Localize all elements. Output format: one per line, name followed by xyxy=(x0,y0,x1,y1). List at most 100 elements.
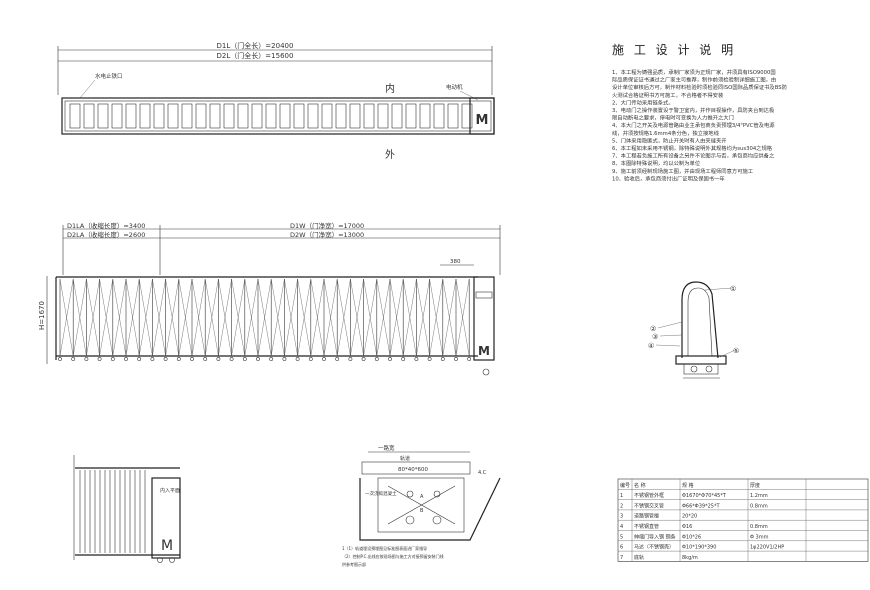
found-rail-box xyxy=(361,461,471,475)
table-cell: 编号 xyxy=(620,482,630,489)
plan-cell xyxy=(251,103,263,129)
note-line: 火测试合格证明书方可施工，不合格者不得安装 xyxy=(612,91,724,99)
post-detail: ① ② ③ ④ ⑤ xyxy=(648,281,739,379)
leader-right xyxy=(459,90,479,101)
lattice-wheel xyxy=(229,357,234,361)
note-line: 6、本工程如未采用不锈钢，除特殊说明外其规格均为sus304之规格 xyxy=(612,144,773,152)
table-cell: 5 xyxy=(620,534,623,540)
table-cell: 4 xyxy=(620,524,623,530)
plan-cell xyxy=(419,103,431,129)
lattice-wheel xyxy=(374,357,379,361)
gate-plan-inner xyxy=(64,100,492,132)
plan-cell xyxy=(111,103,123,129)
plan-cell xyxy=(153,103,165,129)
found-left-label: 一次浇捣混凝土 xyxy=(365,490,397,497)
plan-cell xyxy=(405,103,417,129)
lattice-diag xyxy=(152,278,166,357)
motor-head xyxy=(473,276,495,361)
plan-cell xyxy=(139,103,151,129)
plan-cell xyxy=(335,103,347,129)
found-bolt-1 xyxy=(405,515,415,525)
d2la-label: D2LA（收缩长度）=2600 xyxy=(67,230,145,239)
lattice-wheel xyxy=(440,357,445,361)
lattice-diag xyxy=(205,278,219,357)
lattice-diag xyxy=(99,278,113,357)
plan-cell xyxy=(307,103,319,129)
motor-mark-elev: M xyxy=(478,344,490,358)
leader-1 xyxy=(704,287,733,291)
note-line: 限自动断电之要求，停电时可变换为人力推开之大门 xyxy=(612,114,734,122)
side-view: M 内入平面 xyxy=(73,455,181,563)
lattice-diag xyxy=(191,278,206,357)
height-label: H=1670 xyxy=(38,301,46,330)
note-line: 9、施工前须经制现场施工图，并由现场工程师同意方可施工 xyxy=(612,167,754,175)
side-bars xyxy=(79,470,146,553)
plan-cell xyxy=(237,103,249,129)
found-dim-label: 一路宽 xyxy=(378,444,395,452)
lattice-diag xyxy=(323,278,338,357)
lattice-diag xyxy=(416,278,430,357)
lattice-wheel xyxy=(295,357,300,361)
plan-cell xyxy=(265,103,277,129)
lattice-wheel xyxy=(322,357,326,361)
plan-cell xyxy=(461,103,473,129)
note-line: 1、本工程为铸强品质，承制厂家须为正规厂家，并须具有ISO9000国 xyxy=(612,68,776,76)
post-wheel-2 xyxy=(705,365,713,373)
table-cell: 不锈钢交叉管 xyxy=(634,502,664,509)
plan-cell xyxy=(349,103,361,129)
note-line: 5、门体采用隐匿式，防止开关时有人由夹缝夹开 xyxy=(612,136,727,144)
plan-cell xyxy=(181,103,193,129)
lattice-diag xyxy=(165,278,179,357)
found-part-b: B xyxy=(420,508,424,514)
table-cell: Φ10*26 xyxy=(682,534,701,540)
table-cell: 厚度 xyxy=(750,482,760,489)
lattice-wheel xyxy=(308,357,313,361)
note-line: 3、电动门之操作装置设于警卫室内，并作目视操作，具防夹台到达极 xyxy=(612,106,775,114)
lattice-wheel xyxy=(137,357,142,361)
lattice-wheel xyxy=(97,357,102,361)
outside-label: 外 xyxy=(385,149,395,161)
lattice-wheel xyxy=(401,357,406,361)
plan-cell xyxy=(433,103,445,129)
lattice-diag xyxy=(244,278,259,357)
callout-wheel xyxy=(482,368,490,376)
leader-5 xyxy=(719,349,736,358)
found-part-a: A xyxy=(420,494,424,500)
leader-3 xyxy=(659,334,683,337)
lattice-diag xyxy=(429,278,443,357)
lattice-wheel xyxy=(269,357,274,361)
post-wheel-1 xyxy=(690,365,698,373)
lattice-diag xyxy=(125,278,140,357)
plan-cell xyxy=(125,103,137,129)
plan-cell xyxy=(167,103,179,129)
note-line: 2、大门传动采用链条式。 xyxy=(612,98,674,106)
side-motor-mark: M xyxy=(161,538,173,554)
note-line: 8、本图除特殊说明，均以公制为单位 xyxy=(612,159,701,167)
found-note-1: 1（1）轨道埋设预埋图见标准图表面进厂家指导 xyxy=(342,545,427,551)
table-cell: 规 格 xyxy=(682,482,694,489)
table-cell: Φ 3mm xyxy=(750,534,769,540)
found-diag-2 xyxy=(387,485,456,525)
post-inner xyxy=(687,287,713,357)
callout-3: ③ xyxy=(652,333,658,341)
table-cell: 20*20 xyxy=(682,514,697,520)
lattice-diag xyxy=(178,278,193,357)
lattice-wheel xyxy=(163,357,168,361)
lattice-diag xyxy=(350,278,364,357)
table-cell: 1.2mm xyxy=(750,493,768,499)
plan-cell xyxy=(321,103,333,129)
gate-plan-body xyxy=(61,97,495,135)
motor-head-label-plate xyxy=(475,291,493,299)
lattice-wheel xyxy=(124,357,128,361)
lattice-diag xyxy=(284,278,298,357)
foundation-section: 一路宽 轨道 80*40*600 4.C 一次浇捣混凝土 A B 1（1）轨道埋… xyxy=(342,444,501,567)
plan-cell xyxy=(377,103,389,129)
note-line: 10、验收后，承包商须付出厂证明及保固书一年 xyxy=(612,174,725,182)
note-line: 际品质保证证书通过之厂家主可推荐，制作前须检验制详细施工图，由 xyxy=(612,76,776,84)
lattice-diag xyxy=(86,278,100,357)
lattice-wheel xyxy=(58,357,62,361)
lattice-wheel xyxy=(150,357,155,361)
table-cell: 不锈钢管外框 xyxy=(634,492,664,499)
